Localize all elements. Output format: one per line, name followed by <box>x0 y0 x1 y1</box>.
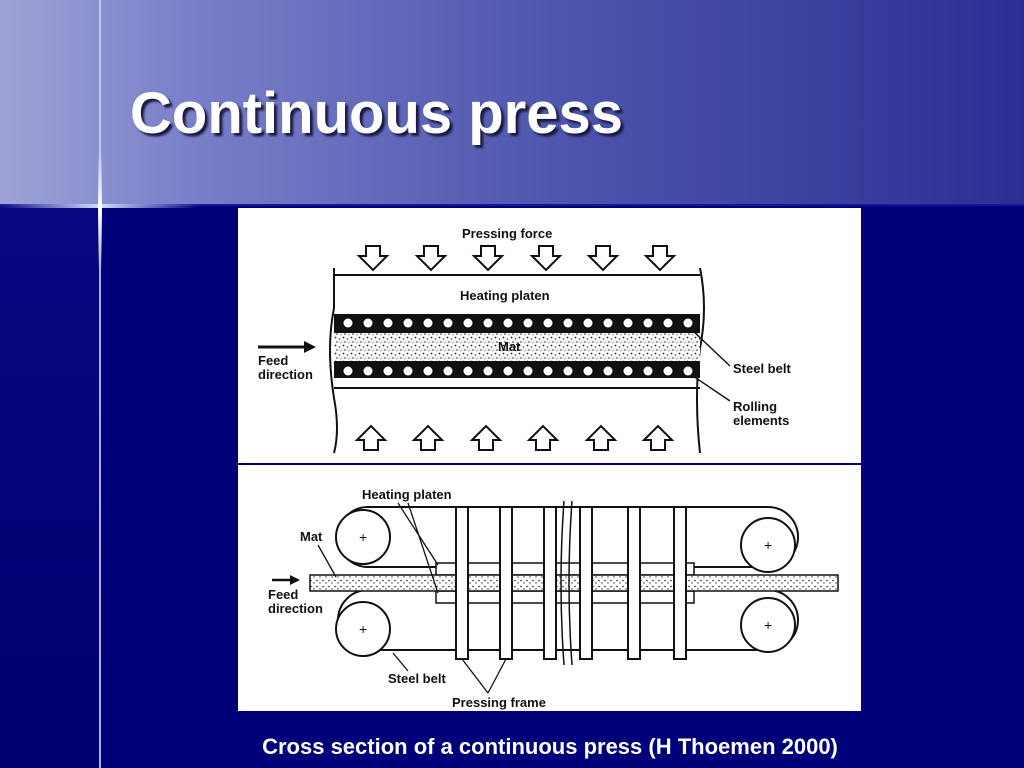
figure-caption: Cross section of a continuous press (H T… <box>262 734 838 759</box>
svg-text:+: + <box>359 529 367 545</box>
header-divider <box>0 204 1024 206</box>
label-pressing-force: Pressing force <box>462 226 552 241</box>
feed-direction-arrow <box>258 341 316 353</box>
press-side-view-diagram: ++ ++ Heating platen Mat Feed direction … <box>238 465 861 711</box>
lower-heating-platen <box>435 590 695 604</box>
pressing-frame-leaders <box>461 658 507 694</box>
heating-platen-leaders <box>397 502 439 594</box>
belt-rollers <box>335 509 796 657</box>
pressing-frames <box>455 506 687 660</box>
label-mat: Mat <box>498 339 521 354</box>
feed-direction-arrow <box>272 575 300 585</box>
roller-center-marks: + + + + <box>359 529 772 637</box>
label-feed: Feed <box>258 353 288 368</box>
label-feed: Feed <box>268 587 298 602</box>
label-rolling: Rolling <box>733 399 777 414</box>
label-mat: Mat <box>300 529 323 544</box>
slide-title: Continuous press <box>130 81 624 146</box>
steel-belt-leader <box>392 652 409 672</box>
svg-text:+: + <box>359 621 367 637</box>
mat-leader <box>317 544 337 578</box>
vertical-divider <box>99 0 101 768</box>
label-pressing-frame: Pressing frame <box>452 695 546 710</box>
title-header-band <box>0 0 1024 205</box>
label-heating-platen: Heating platen <box>362 487 452 502</box>
svg-text:+: + <box>764 537 772 553</box>
label-leader-lines <box>692 330 731 402</box>
pressing-force-arrows-down <box>358 245 675 271</box>
label-direction: direction <box>268 601 323 616</box>
press-body <box>329 267 705 454</box>
upper-steel-belt <box>334 316 700 333</box>
lower-steel-belt <box>334 361 700 378</box>
label-heating-platen: Heating platen <box>460 288 550 303</box>
mat-layer <box>334 333 700 361</box>
label-elements: elements <box>733 413 789 428</box>
svg-text:+: + <box>764 617 772 633</box>
label-steel-belt: Steel belt <box>733 361 791 376</box>
label-steel-belt: Steel belt <box>388 671 446 686</box>
press-cross-section-diagram: Pressing force Heating platen Mat <box>238 208 861 463</box>
light-flare-vertical <box>98 150 102 270</box>
pressing-force-arrows-up <box>356 425 673 451</box>
mat-strip <box>309 574 839 592</box>
upper-heating-platen <box>435 562 695 576</box>
break-marks <box>560 500 573 666</box>
label-direction: direction <box>258 367 313 382</box>
